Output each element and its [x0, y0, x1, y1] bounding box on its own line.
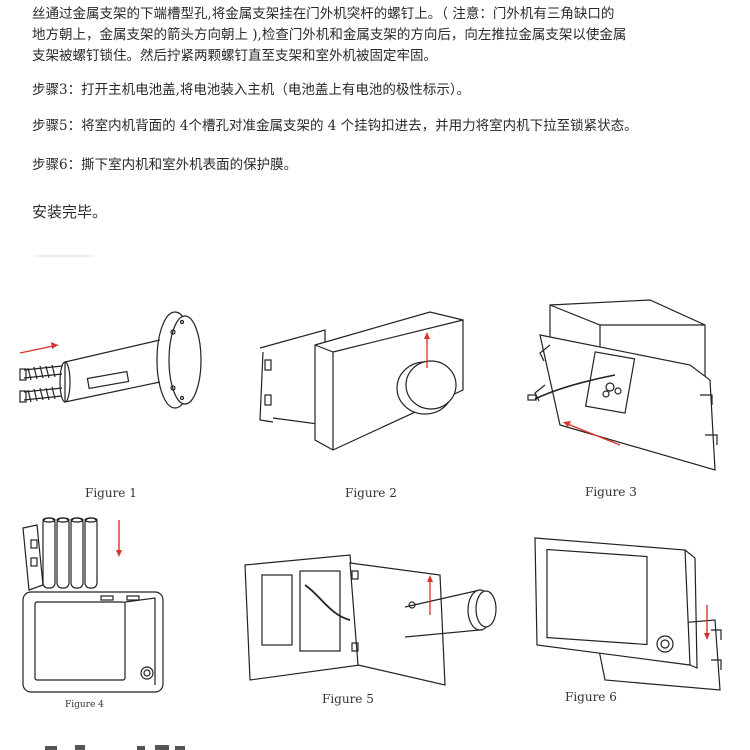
- arrow-left-icon: [563, 421, 621, 446]
- figure-2-illustration: [259, 311, 464, 451]
- arrow-down-right-icon: [704, 605, 710, 640]
- figure-6-illustration: [534, 537, 722, 691]
- intro-line-3: 支架被螺钉锁住。然后拧紧两颗螺钉直至支架和室外机被固定牢固。: [32, 48, 437, 64]
- figure-6-caption: Figure 6: [565, 690, 617, 704]
- step-3-text: 步骤3：打开主机电池盖,将电池装入主机（电池盖上有电池的极性标示）。: [32, 82, 471, 98]
- intro-line-2: 地方朝上，金属支架的箭头方向朝上 ),检查门外机和金属支架的方向后，向左推拉金属…: [32, 27, 627, 43]
- step-5-text: 步骤5：将室内机背面的 4个槽孔对准金属支架的 4 个挂钩扣进去，并用力将室内机…: [32, 118, 638, 134]
- intro-paragraph: 丝通过金属支架的下端槽型孔,将金属支架挂在门外机突杆的螺钉上。（ 注意：门外机有…: [32, 4, 626, 67]
- figure-1-caption: Figure 1: [85, 486, 137, 500]
- arrow-right-icon: [19, 342, 59, 354]
- figure-3-illustration: [527, 299, 718, 471]
- figure-1-illustration: [19, 311, 202, 409]
- figure-5-illustration: [244, 554, 497, 686]
- arrow-up-small-icon: [427, 575, 433, 615]
- figure-5-caption: Figure 5: [322, 692, 374, 706]
- completion-text: 安装完毕。: [32, 203, 108, 221]
- figure-4-caption: Figure 4: [65, 700, 104, 710]
- arrow-down-icon: [116, 520, 122, 557]
- figure-3-caption: Figure 3: [585, 485, 637, 499]
- cut-off-text-fragment: [45, 745, 185, 750]
- faint-rule: [34, 255, 94, 257]
- figure-2-caption: Figure 2: [345, 486, 397, 500]
- intro-line-1: 丝通过金属支架的下端槽型孔,将金属支架挂在门外机突杆的螺钉上。（ 注意：门外机有…: [32, 6, 615, 22]
- figure-4-illustration: [22, 517, 164, 693]
- arrow-up-icon: [424, 332, 430, 368]
- step-6-text: 步骤6：撕下室内机和室外机表面的保护膜。: [32, 157, 298, 173]
